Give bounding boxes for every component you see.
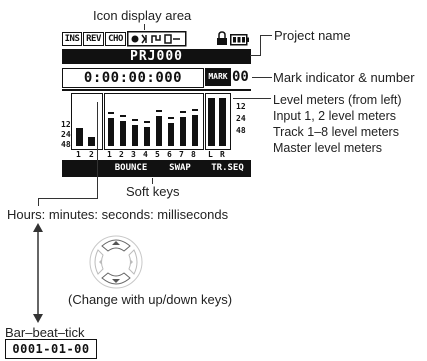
track-channel-label-3: 3	[131, 150, 136, 159]
track-peak-hold-5	[156, 110, 162, 112]
rhythm-icon	[151, 35, 161, 43]
track-peak-hold-4	[144, 121, 150, 123]
track-channel-label-4: 4	[143, 150, 148, 159]
mark-indicator-leader	[252, 77, 272, 78]
track-channel-label-7: 7	[179, 150, 184, 159]
level-meters-master: Master level meters	[273, 141, 383, 155]
track-channel-label-6: 6	[167, 150, 172, 159]
project-name-leader-h1	[250, 55, 260, 56]
softkey-trseq[interactable]: TR.SEQ	[206, 162, 249, 175]
right-key	[128, 249, 138, 275]
lock-battery-icons	[217, 31, 249, 46]
track-channel-label-2: 2	[119, 150, 124, 159]
softkey-bar: BOUNCE SWAP TR.SEQ	[62, 160, 251, 177]
master-scale-label-12: 12	[236, 102, 246, 111]
record-icon	[131, 35, 139, 43]
down-key	[101, 272, 131, 285]
up-key	[101, 239, 131, 252]
project-name-display: PRJ000	[62, 49, 251, 64]
input-level-bar-1	[76, 128, 83, 146]
transport-status-icons	[127, 31, 187, 47]
softkey-bounce[interactable]: BOUNCE	[108, 162, 154, 175]
track-meter-frame	[104, 93, 204, 150]
track-level-bar-6	[168, 123, 174, 146]
master-channel-label-l: L	[208, 150, 213, 159]
master-scale-label-48: 48	[236, 126, 246, 135]
master-channel-label-r: R	[220, 150, 225, 159]
master-level-bar-r	[219, 98, 226, 146]
hms-format-label: Hours: minutes: seconds: milliseconds	[7, 207, 229, 222]
track-level-bar-4	[144, 127, 150, 146]
counter-leader-h	[38, 198, 98, 199]
rev-effect-icon: REV	[83, 32, 104, 46]
track-peak-hold-1	[108, 112, 114, 114]
mark-indicator: MARK	[205, 68, 231, 86]
punch-icon	[141, 34, 147, 44]
track-level-bar-8	[192, 115, 198, 146]
left-key	[94, 249, 104, 275]
cho-effect-icon: CHO	[105, 32, 126, 46]
track-level-bar-7	[180, 117, 186, 146]
lcd-screen: INS REV CHO PRJ000 0:00:00:000	[60, 30, 252, 180]
softkey-swap[interactable]: SWAP	[158, 162, 202, 175]
soft-keys-label: Soft keys	[126, 184, 180, 199]
project-name-leader-h2	[260, 35, 272, 36]
counter-leader-v	[97, 102, 98, 199]
track-peak-hold-6	[168, 117, 174, 119]
change-note-label: (Change with up/down keys)	[68, 292, 233, 307]
master-level-bar-l	[208, 98, 215, 146]
track-level-bar-1	[108, 118, 114, 146]
track-peak-hold-8	[192, 109, 198, 111]
time-counter: 0:00:00:000	[62, 68, 204, 88]
input-channel-label-1: 1	[76, 150, 81, 159]
mark-indicator-label: Mark indicator & number	[273, 70, 415, 85]
input-channel-label-2: 2	[89, 150, 94, 159]
bar-beat-tick-label: Bar–beat–tick	[5, 325, 85, 340]
track-channel-label-1: 1	[107, 150, 112, 159]
level-meters-track: Track 1–8 level meters	[273, 125, 399, 139]
track-peak-hold-2	[120, 115, 126, 117]
scale-label-24: 24	[61, 130, 71, 139]
scale-label-12: 12	[61, 120, 71, 129]
ins-effect-icon: INS	[62, 32, 82, 46]
softkey-1[interactable]	[65, 162, 103, 175]
level-meters-leader	[233, 98, 271, 99]
lock-icon	[217, 31, 227, 45]
battery-icon	[230, 34, 249, 46]
track-peak-hold-3	[132, 119, 138, 121]
track-level-bar-2	[120, 121, 126, 146]
icon-display-area-label: Icon display area	[93, 8, 192, 23]
meter-top-rule	[62, 89, 251, 91]
bar-beat-tick-counter: 0001-01-00	[5, 339, 97, 359]
level-meters-title: Level meters (from left)	[273, 93, 402, 107]
track-peak-hold-7	[180, 111, 186, 113]
project-name-leader-v	[260, 35, 261, 56]
level-meters-input: Input 1, 2 level meters	[273, 109, 396, 123]
soft-keys-leader	[152, 178, 153, 184]
input-level-bar-2	[88, 137, 95, 146]
cursor-keys-icon	[89, 235, 143, 289]
project-name-label: Project name	[274, 28, 351, 43]
scale-label-48: 48	[61, 140, 71, 149]
track-channel-label-5: 5	[155, 150, 160, 159]
track-level-bar-5	[156, 116, 162, 146]
icon-display-area-leader	[144, 24, 145, 31]
master-scale-label-24: 24	[236, 114, 246, 123]
track-channel-label-8: 8	[191, 150, 196, 159]
counter-leader-drop	[38, 198, 39, 206]
double-arrow-icon	[33, 223, 43, 323]
loop-icon	[164, 34, 180, 44]
track-level-bar-3	[132, 125, 138, 146]
mark-number: 00	[232, 69, 249, 85]
